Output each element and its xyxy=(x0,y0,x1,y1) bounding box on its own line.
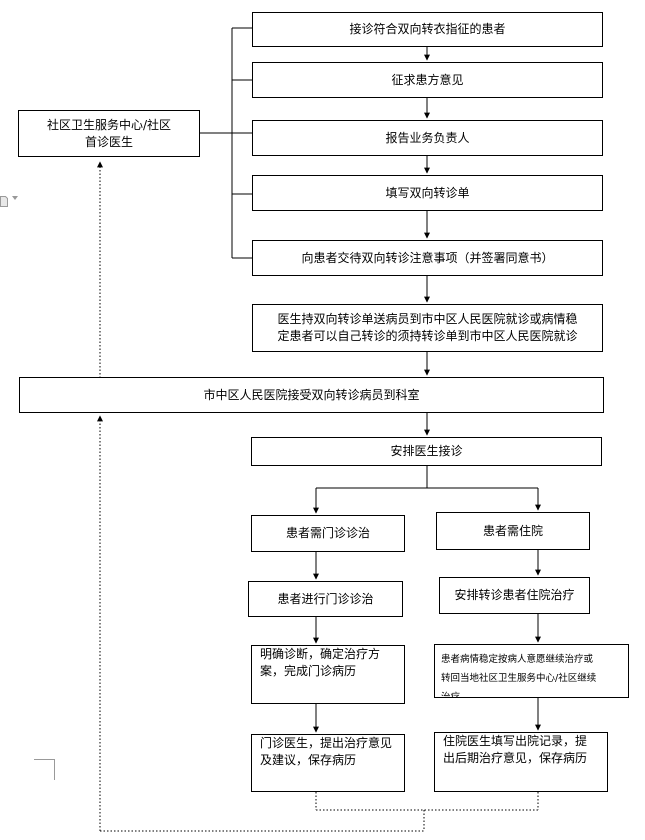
step-send-to-hospital: 医生持双向转诊单送病员到市中区人民医院就诊或病情稳 定患者可以自己转诊的须持转诊… xyxy=(252,304,603,352)
step-report-manager: 报告业务负责人 xyxy=(252,120,603,156)
arrange-doctor: 安排医生接诊 xyxy=(251,437,602,466)
inpatient-treatment: 安排转诊患者住院治疗 xyxy=(439,577,590,614)
dropdown-arrow-icon xyxy=(12,196,18,200)
outpatient-needed: 患者需门诊诊治 xyxy=(251,515,405,552)
corner-crop-mark xyxy=(34,759,55,780)
community-doctor: 社区卫生服务中心/社区 首诊医生 xyxy=(18,110,200,157)
discharge-record: 住院医生填写出院记录，提 出后期治疗意见，保存病历 xyxy=(434,732,608,792)
step-fill-referral: 填写双向转诊单 xyxy=(252,175,603,211)
document-icon xyxy=(0,192,18,207)
outpatient-treatment: 患者进行门诊诊治 xyxy=(248,581,403,617)
outpatient-opinion: 门诊医生，提出治疗意见 及建议，保存病历 xyxy=(251,734,405,792)
step-receive-patient: 接诊符合双向转衣指征的患者 xyxy=(252,12,603,47)
step-explain-notes: 向患者交待双向转诊注意事项（并签署同意书） xyxy=(252,240,603,276)
hospital-receive: 市中区人民医院接受双向转诊病员到科室 xyxy=(19,377,604,413)
inpatient-needed: 患者需住院 xyxy=(436,512,590,550)
stable-return-community: 患者病情稳定按病人意愿继续治疗或 转回当地社区卫生服务中心/社区继续 治疗 xyxy=(434,644,629,698)
step-seek-opinion: 征求患方意见 xyxy=(252,62,603,98)
diagnosis-plan: 明确诊断，确定治疗方 案，完成门诊病历 xyxy=(251,645,405,704)
